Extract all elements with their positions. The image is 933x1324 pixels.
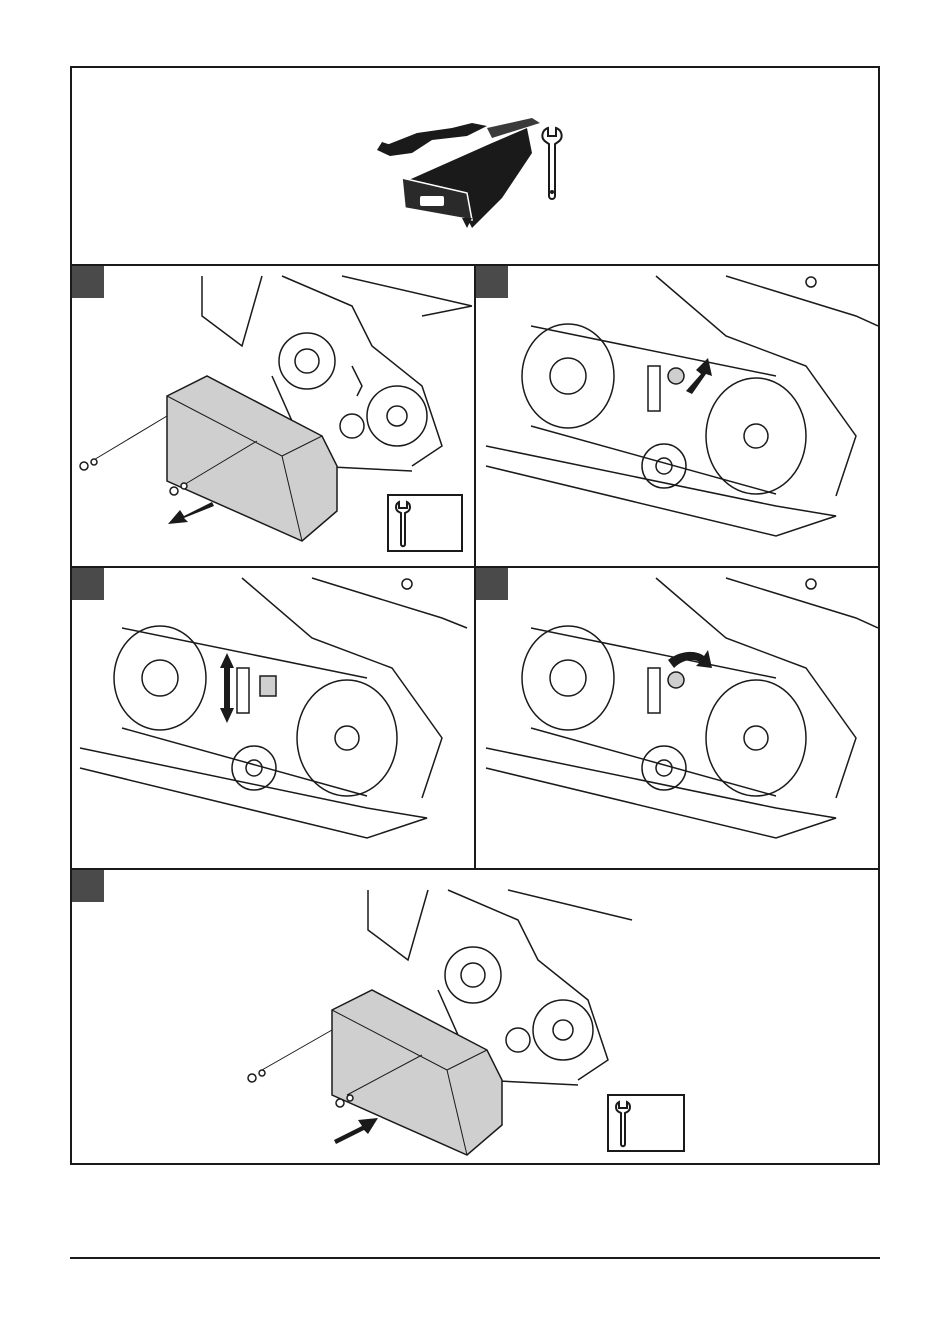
- step-4-panel: [476, 566, 878, 868]
- step-3-marker: [72, 568, 104, 600]
- wrench-icon: [616, 1102, 630, 1146]
- step-3-panel: [72, 566, 476, 868]
- double-arrow-icon: [220, 653, 234, 723]
- footer-rule: [70, 1257, 880, 1259]
- machine-icon: [377, 118, 540, 228]
- arrow-up-icon: [686, 358, 712, 394]
- step-3-illustration: [72, 568, 474, 868]
- wrench-tool-box: [607, 1094, 685, 1152]
- step-2-marker: [476, 266, 508, 298]
- step-1-marker: [72, 266, 104, 298]
- instruction-frame: [70, 66, 880, 1165]
- step-1-panel: [72, 264, 476, 566]
- step-2-panel: [476, 264, 878, 566]
- step-5-panel: [72, 868, 878, 1163]
- arrow-curved-icon: [668, 650, 712, 668]
- arrow-out-icon: [168, 502, 214, 524]
- step-5-marker: [72, 870, 104, 902]
- header-illustration: [72, 68, 878, 264]
- step-4-marker: [476, 568, 508, 600]
- wrench-tool-box: [387, 494, 463, 552]
- arrow-in-icon: [334, 1118, 378, 1144]
- step-4-illustration: [476, 568, 878, 868]
- step-5-illustration: [72, 870, 878, 1163]
- wrench-icon: [542, 128, 561, 199]
- wrench-icon: [396, 502, 410, 546]
- step-2-illustration: [476, 266, 878, 566]
- cover-plate: [167, 376, 337, 541]
